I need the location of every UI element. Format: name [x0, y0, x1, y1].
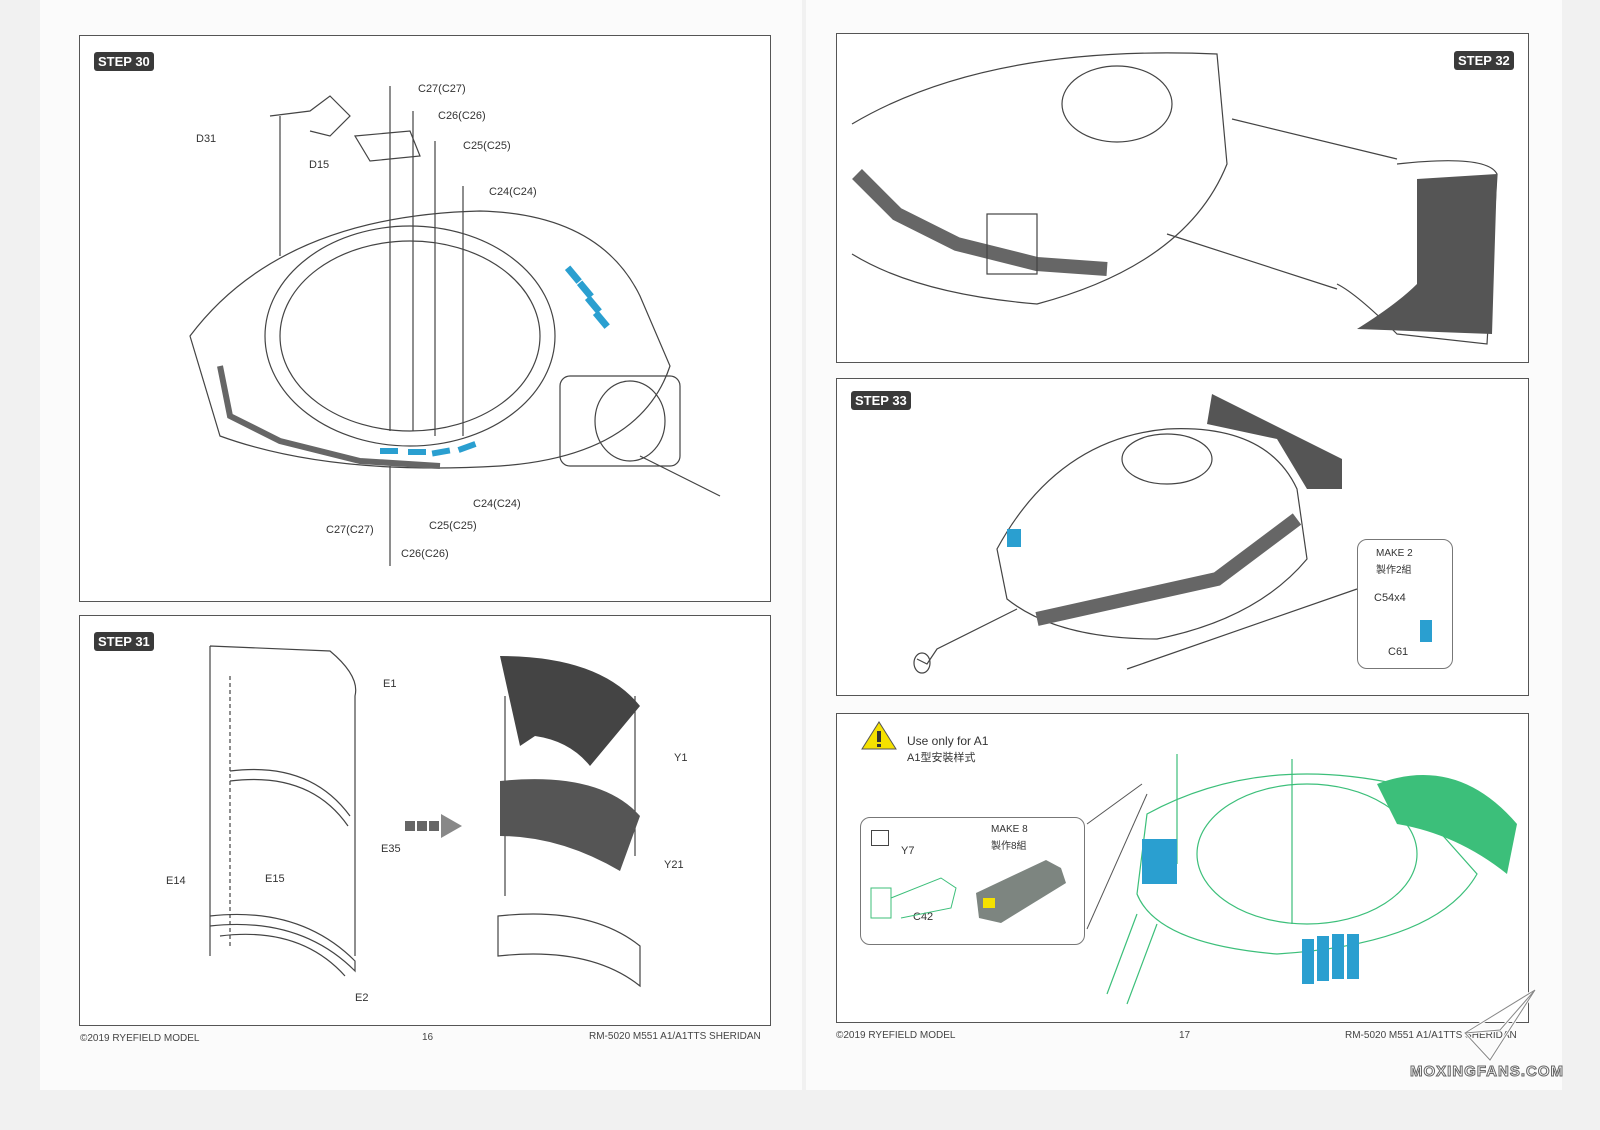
part-label-y21: Y21 — [664, 859, 684, 871]
turret-drawing-step33 — [913, 394, 1358, 674]
glue-icon — [871, 830, 889, 846]
part-label-c25-top: C25(C25) — [463, 140, 511, 152]
part-label-y7: Y7 — [901, 845, 915, 857]
footer-product-left: RM-5020 M551 A1/A1TTS SHERIDAN — [589, 1031, 761, 1042]
step-33-panel: STEP 33 MAKE 2 製作2組 C54x4 C61 — [836, 378, 1529, 696]
part-label-e15: E15 — [265, 873, 285, 885]
part-label-y1: Y1 — [674, 752, 688, 764]
inset-make-count-cn: 製作8組 — [991, 841, 1027, 852]
part-label-c25-bottom: C25(C25) — [429, 520, 477, 532]
inset-make-count-cn: 製作2組 — [1376, 565, 1412, 576]
part-label-c26-top: C26(C26) — [438, 110, 486, 122]
step-34-inset: Y7 C42 MAKE 8 製作8組 — [860, 817, 1085, 945]
step-32-panel: STEP 32 — [836, 33, 1529, 363]
step-33-badge: STEP 33 — [851, 391, 911, 410]
step-32-badge: STEP 32 — [1454, 51, 1514, 70]
footer-page-number-left: 16 — [422, 1032, 434, 1043]
turret-drawing-step30 — [189, 86, 721, 566]
turret-drawing-step32 — [851, 52, 1498, 345]
warning-text-cn: A1型安裝样式 — [907, 752, 976, 764]
part-label-c42: C42 — [913, 911, 934, 923]
step-31-badge: STEP 31 — [94, 632, 154, 651]
part-label-c61: C61 — [1388, 646, 1409, 658]
turret-drawing-a1 — [861, 721, 1517, 1005]
part-label-e1: E1 — [383, 678, 397, 690]
inset-make-count: MAKE 2 — [1376, 548, 1413, 559]
part-label-e14: E14 — [166, 875, 186, 887]
step-34-panel: Use only for A1 A1型安裝样式 Y7 C42 MAKE 8 製作… — [836, 713, 1529, 1023]
part-label-c27-bottom: C27(C27) — [326, 524, 374, 536]
step-31-panel: STEP 31 E1 E35 E14 E15 E2 Y1 Y21 — [79, 615, 771, 1026]
footer-copyright-left: ©2019 RYEFIELD MODEL — [80, 1033, 200, 1044]
smoke-launcher-part — [870, 860, 1066, 923]
part-label-c26-bottom: C26(C26) — [401, 548, 449, 560]
step-30-badge: STEP 30 — [94, 52, 154, 71]
part-label-e2: E2 — [355, 992, 369, 1004]
step-33-inset: MAKE 2 製作2組 C54x4 C61 — [1357, 539, 1453, 669]
part-label-c24-top: C24(C24) — [489, 186, 537, 198]
part-c61-highlight — [1420, 620, 1432, 642]
footer-page-number-right: 17 — [1179, 1030, 1191, 1041]
part-label-d31: D31 — [196, 133, 217, 145]
part-label-d15: D15 — [309, 159, 330, 171]
part-label-c24-bottom: C24(C24) — [473, 498, 521, 510]
inset-make-count: MAKE 8 — [991, 824, 1028, 835]
step-30-panel: STEP 30 C27(C27) C26(C26) C25(C25) C24(C — [79, 35, 771, 602]
footer-product-right: RM-5020 M551 A1/A1TTS SHERIDAN — [1345, 1030, 1517, 1041]
basket-drawing-step31 — [209, 645, 641, 988]
warning-text: Use only for A1 — [907, 734, 989, 748]
part-label-e35: E35 — [381, 843, 401, 855]
part-label-c54: C54x4 — [1374, 592, 1406, 604]
part-label-c27-top: C27(C27) — [418, 83, 466, 95]
watermark-text: MOXINGFANS.COM — [1409, 1063, 1565, 1081]
footer-copyright-right: ©2019 RYEFIELD MODEL — [836, 1030, 956, 1041]
